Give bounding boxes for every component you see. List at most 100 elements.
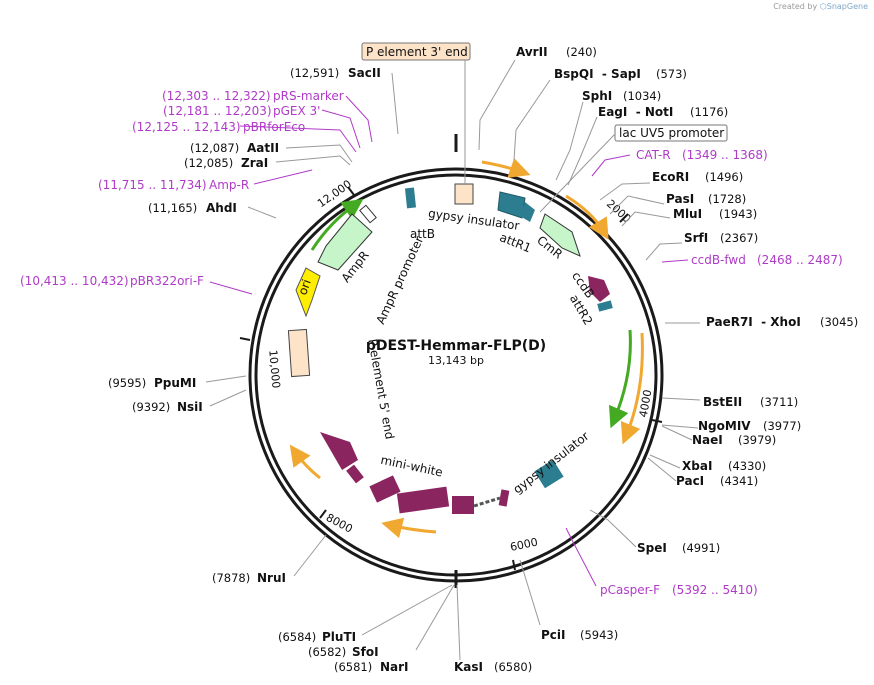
gypsy-insulator-2-label: gypsy insulator [510, 429, 591, 497]
srfi-leader [645, 242, 683, 261]
attr1-shape [497, 191, 526, 219]
enzyme-avrii-pos: (240) [566, 45, 597, 59]
enzyme-pasi-pos: (1728) [708, 192, 746, 206]
green-arc-right [608, 329, 632, 429]
enzyme-ngomiv-pos: (3977) [763, 419, 801, 433]
p-element-3-end-shape [454, 183, 474, 205]
pbr322ori-f-leader [209, 281, 253, 295]
enzyme-paci: PacI [676, 474, 704, 488]
enzyme-sfoi: SfoI [352, 645, 379, 659]
tick-label-6000: 6000 [509, 535, 539, 554]
ori-label: ori [295, 277, 313, 296]
lac-uv5-promoter-leader [539, 133, 616, 213]
enzyme-ppumi: PpuMI [154, 376, 196, 390]
attr1-label: attR1 [498, 230, 534, 255]
tick-label-8000: 8000 [324, 511, 355, 536]
zrai-leader [275, 155, 351, 166]
enzyme-paci-pos: (4341) [720, 474, 758, 488]
pbrforeco-leader [239, 125, 357, 153]
primer-prs-marker: pRS-marker [273, 89, 344, 103]
plasmid-size: 13,143 bp [428, 354, 484, 367]
green-arc-left [310, 198, 364, 251]
primer-amp-r: Amp-R [209, 178, 249, 192]
cat-r-leader [591, 154, 631, 177]
enzyme-bsteii: BstEII [703, 395, 742, 409]
enzyme-nsii: NsiI [177, 400, 203, 414]
ampr-shape [317, 213, 373, 271]
enzyme-kasi: KasI [454, 660, 483, 674]
paci-leader [647, 457, 677, 482]
mini-white-arrow-shape [320, 432, 358, 470]
backbone-inner-ring [254, 173, 658, 577]
spei-leader [589, 509, 637, 548]
tick-10000-mark [239, 337, 251, 341]
aatii-leader [285, 144, 353, 163]
enzyme-sphi-pos: (1034) [623, 89, 661, 103]
enzyme-sphi: SphI [582, 89, 612, 103]
bspqi-sapi-leader [513, 79, 551, 161]
enzyme-spei: SpeI [637, 541, 667, 555]
primer-pbr322ori-f-range: (10,413 .. 10,432) [20, 274, 129, 288]
mini-white-intron-line [473, 496, 501, 508]
ori-shape [295, 267, 321, 318]
primer-ccdb-fwd: ccdB-fwd [691, 253, 746, 267]
enzyme-pluti: PluTI [322, 630, 356, 644]
enzyme-eagi-noti: EagI - NotI [598, 105, 673, 119]
nsii-leader [209, 389, 247, 407]
enzyme-ecori: EcoRI [652, 170, 689, 184]
primer-ccdb-fwd-range: (2468 .. 2487) [757, 253, 843, 267]
lac-uv5-promoter-label: lac UV5 promoter [619, 126, 724, 140]
pgex3-leader [321, 109, 361, 149]
enzyme-nrui: NruI [257, 571, 286, 585]
primer-cat-r: CAT-R [636, 148, 671, 162]
mlui-leader [621, 211, 671, 227]
ccdb-fwd-leader [661, 259, 689, 263]
snapgene-credit: Created by ⬡SnapGene [773, 2, 868, 11]
enzyme-mlui: MluI [673, 207, 702, 221]
orange-arc-right [620, 332, 644, 445]
tick-8000-mark [319, 509, 327, 519]
enzyme-bspqi-sapi: BspQI - SapI [554, 67, 641, 81]
enzyme-bsteii-pos: (3711) [760, 395, 798, 409]
enzyme-nsii-pos: (9392) [132, 400, 170, 414]
enzyme-sacii: SacII [348, 66, 381, 80]
enzyme-eagi-noti-pos: (1176) [690, 105, 728, 119]
primer-pgex3: pGEX 3' [273, 104, 320, 118]
enzyme-zrai: ZraI [241, 156, 268, 170]
attr1-arrow-shape [520, 202, 535, 222]
naei-leader [661, 425, 693, 441]
enzyme-ngomiv: NgoMIV [698, 419, 751, 433]
primer-prs-marker-range: (12,303 .. 12,322) [162, 89, 271, 103]
mini-white-exon-1 [346, 464, 364, 484]
amp-r-leader [253, 169, 313, 185]
enzyme-sacii-pos: (12,591) [290, 66, 339, 80]
attb-label: attB [410, 227, 435, 241]
mini-white-exon-3 [396, 486, 450, 514]
tick-label-2000: 2000 [604, 197, 634, 225]
attr2-label: attR2 [567, 292, 595, 327]
xbai-leader [649, 454, 681, 469]
bsteii-leader [661, 397, 701, 401]
pasi-leader [609, 195, 665, 215]
pcasper-f-leader [565, 527, 597, 587]
enzyme-zrai-pos: (12,085) [184, 156, 233, 170]
attb-shape [404, 187, 417, 209]
p-element-3-end-box [361, 42, 471, 61]
enzyme-pcii: PciI [541, 628, 566, 642]
tick-6000-mark [512, 559, 516, 571]
primer-pbrforeco: pBRforEco [243, 120, 305, 134]
orange-arc-top [481, 158, 531, 178]
enzyme-xbai: XbaI [682, 459, 712, 473]
enzyme-paer7i-xhoi: PaeR7I - XhoI [706, 315, 801, 329]
gypsy-insulator-2-shape [534, 459, 564, 489]
enzyme-ahdi: AhdI [206, 201, 237, 215]
attr2-shape [597, 300, 613, 312]
enzyme-nari: NarI [380, 660, 409, 674]
credit-brand: SnapGene [826, 2, 868, 11]
backbone-outer-ring [248, 167, 664, 583]
mini-white-exon-5 [498, 489, 510, 507]
p-element-3-end-label: P element 3' end [366, 45, 468, 59]
orange-arc-bottom [381, 517, 437, 539]
enzyme-ahdi-pos: (11,165) [148, 201, 197, 215]
